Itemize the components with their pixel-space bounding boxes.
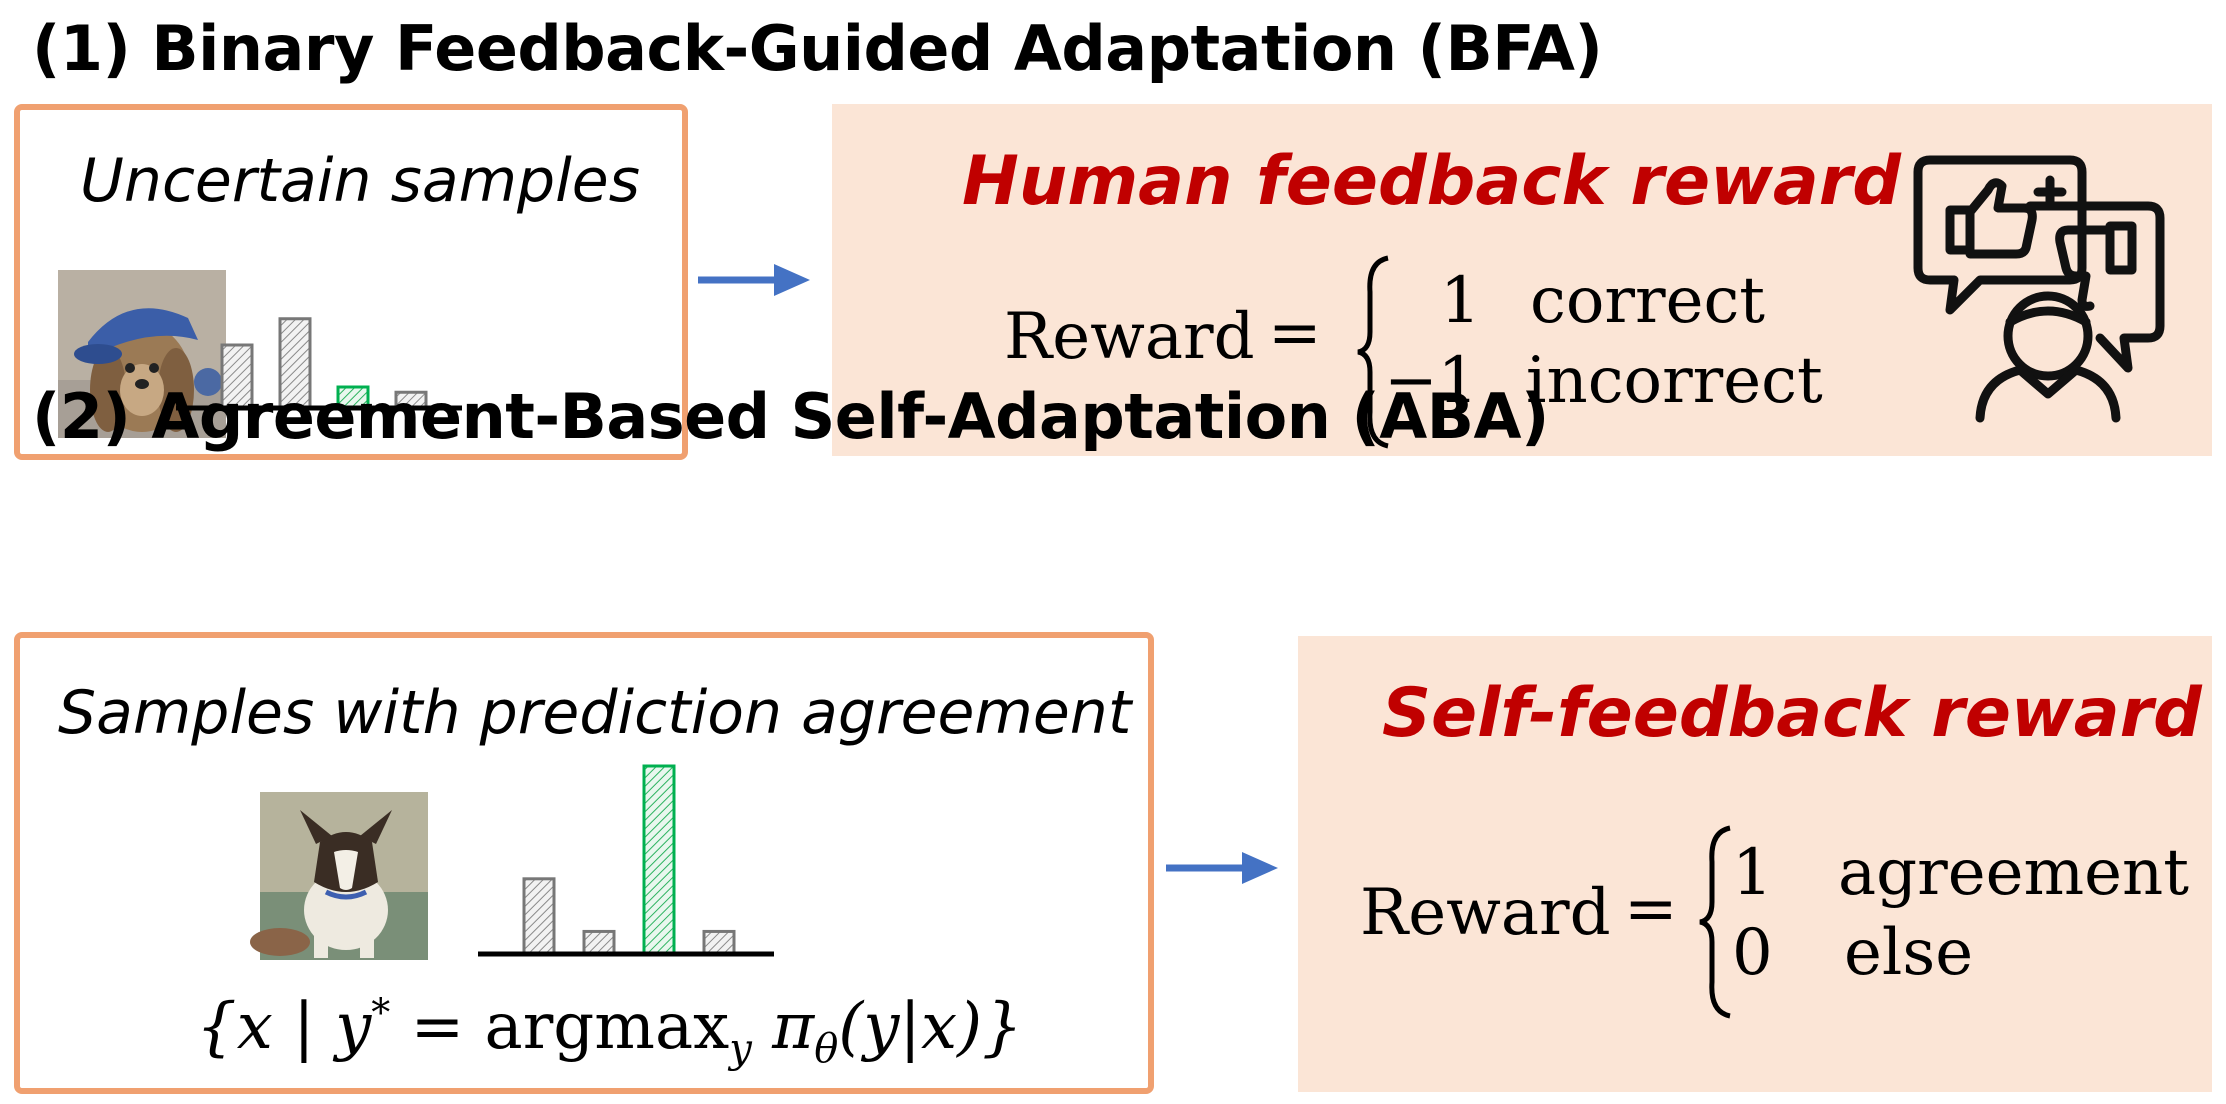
left-brace-wrapper [1696,822,1736,1022]
self-feedback-panel: Self-feedback reward Reward = 1 agreemen… [1298,636,2212,1092]
bar [702,929,736,956]
bar [522,877,556,956]
case2-text: incorrect [1526,344,1823,418]
set-notation-eq: = argmax [390,990,730,1064]
case2-value: −1 [1384,344,1479,418]
bar [220,343,254,410]
reward-label: Reward [1004,300,1255,374]
bar-highlighted [642,764,676,956]
dog-image-2 [250,792,428,960]
set-notation-suffix: (y|x)} [838,990,1023,1064]
arrow-right-icon [1166,852,1278,884]
equals-sign: = [1624,872,1678,946]
human-feedback-reward-title: Human feedback reward [962,142,1901,221]
uncertain-samples-label: Uncertain samples [80,146,640,216]
uncertain-samples-box: Uncertain samples [14,104,688,460]
uncertainty-bar-chart [176,317,462,411]
person-icon [1975,291,2121,423]
case1-value: 1 [1440,264,1481,338]
reward-label: Reward [1360,876,1611,950]
case2-value: 0 [1732,916,1773,990]
case2-text: else [1844,916,1974,990]
section2-heading: (2) Agreement-Based Self-Adaptation (ABA… [32,380,1549,453]
case1-value: 1 [1732,836,1773,910]
arrow-right-icon [698,264,810,296]
bar [582,929,616,956]
left-brace [1699,825,1731,1019]
set-notation-prefix: {x | y [196,990,372,1064]
set-notation-star: * [371,990,391,1035]
case1-text: agreement [1838,836,2189,910]
agreement-samples-box: Samples with prediction agreement {x | y… [14,632,1154,1094]
human-feedback-icon [1913,155,2165,423]
set-notation-formula: {x | y* = argmaxy πθ(y|x)} [196,990,1023,1072]
set-notation-sub-y: y [729,1025,752,1072]
bar [278,317,312,410]
set-notation-pi: π [751,990,815,1064]
equals-sign: = [1268,296,1322,370]
thumbs-down-icon [2025,201,2165,373]
human-feedback-panel: Human feedback reward Reward = 1 correct… [832,104,2212,456]
agreement-bar-chart [478,764,774,957]
self-feedback-reward-title: Self-feedback reward [1382,674,2202,753]
set-notation-sub-theta: θ [814,1025,839,1072]
section1-heading: (1) Binary Feedback-Guided Adaptation (B… [32,12,1603,85]
left-brace [1357,255,1389,449]
case1-text: correct [1530,264,1765,338]
agreement-samples-label: Samples with prediction agreement [58,678,1132,748]
